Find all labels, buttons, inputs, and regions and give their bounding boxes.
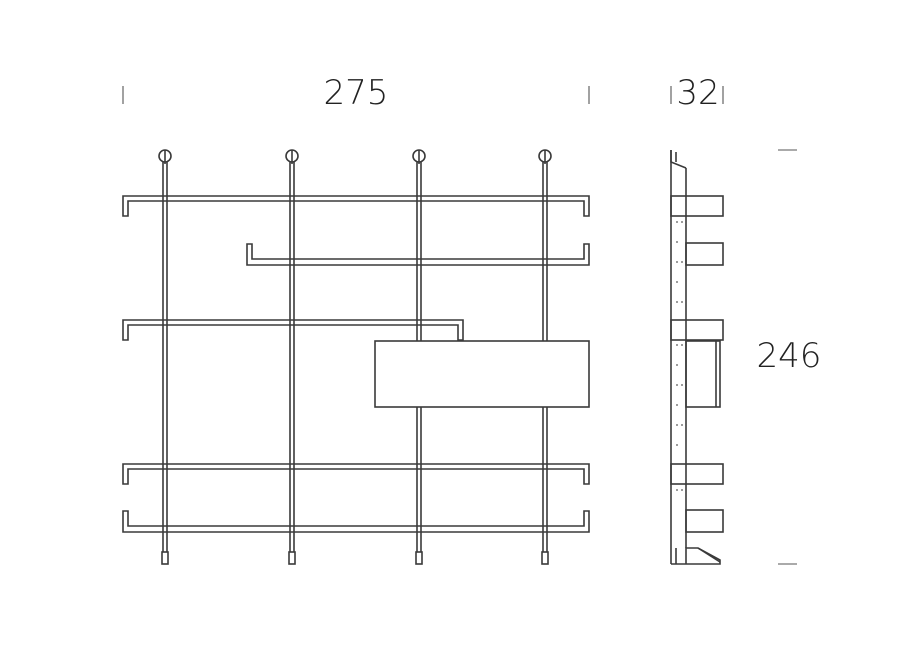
rail-hole <box>676 444 678 446</box>
rail-hole <box>676 241 678 243</box>
shelf-4 <box>122 463 590 485</box>
foot-4 <box>541 551 549 565</box>
shelf-1 <box>122 195 590 217</box>
rail-hole <box>676 489 678 491</box>
shelves <box>122 195 590 533</box>
rail-hole <box>676 364 678 366</box>
anchor-top-3 <box>412 149 426 164</box>
shelf-5 <box>122 510 590 533</box>
anchor-top-1 <box>158 149 172 164</box>
rail-hole <box>681 221 683 223</box>
rail-hole <box>676 301 678 303</box>
rail-hole <box>681 344 683 346</box>
rail-hole <box>681 489 683 491</box>
side-view <box>670 150 724 565</box>
rail-hole <box>681 301 683 303</box>
side-shelf-4 <box>670 463 724 485</box>
anchor-top-4 <box>538 149 552 164</box>
rail-hole <box>676 384 678 386</box>
rail-hole <box>676 281 678 283</box>
side-wall-rail <box>670 150 687 564</box>
cabinet-box <box>374 340 590 408</box>
side-shelf-1 <box>670 195 724 217</box>
pole-1 <box>162 162 168 552</box>
rail-hole <box>681 424 683 426</box>
rail-hole <box>676 344 678 346</box>
pole-2 <box>289 162 295 552</box>
rail-hole <box>676 261 678 263</box>
height-dimension: 246 <box>757 149 822 565</box>
rail-hole <box>681 261 683 263</box>
foot-1 <box>161 551 169 565</box>
anchor-top-2 <box>285 149 299 164</box>
height-dimension-label: 246 <box>757 336 822 376</box>
rail-hole <box>676 221 678 223</box>
shelf-3 <box>122 319 464 341</box>
side-shelf-profiles <box>670 195 724 533</box>
rail-hole <box>681 384 683 386</box>
side-rail-holes <box>676 221 683 491</box>
side-cabinet <box>685 340 721 408</box>
front-view <box>122 149 590 565</box>
foot-2 <box>288 551 296 565</box>
width-dimension: 275 <box>122 73 590 113</box>
depth-dimension: 32 <box>670 73 724 113</box>
width-dimension-label: 275 <box>324 73 389 113</box>
foot-3 <box>415 551 423 565</box>
side-shelf-5 <box>685 509 724 533</box>
rail-hole <box>676 424 678 426</box>
side-shelf-3 <box>670 319 724 341</box>
depth-dimension-label: 32 <box>676 73 719 113</box>
rail-hole <box>676 404 678 406</box>
shelf-2 <box>246 243 590 266</box>
side-foot-bracket <box>671 547 721 565</box>
top-wall-anchors <box>158 149 552 164</box>
bottom-feet <box>161 551 549 565</box>
side-shelf-2 <box>685 242 724 266</box>
